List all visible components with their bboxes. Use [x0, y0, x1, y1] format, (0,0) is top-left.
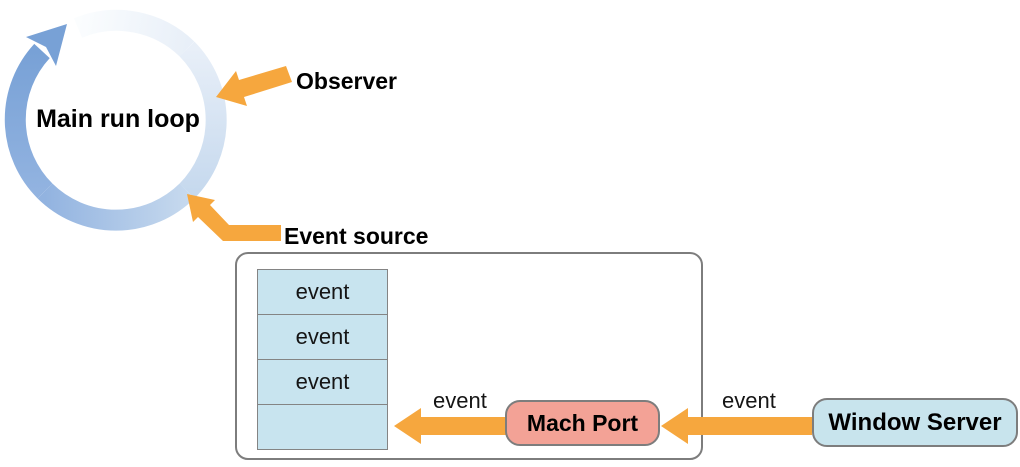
event-queue-cell: event: [257, 314, 388, 360]
event-queue-cell: [257, 404, 388, 450]
mach-port-label: Mach Port: [526, 409, 639, 436]
observer-label: Observer: [296, 68, 398, 94]
window-server-node: Window Server: [812, 398, 1018, 447]
event-queue: event event event: [257, 269, 388, 450]
event-arrow-label-server: event: [722, 388, 776, 413]
event-arrow-label-mach: event: [433, 388, 487, 413]
event-queue-cell: event: [257, 359, 388, 405]
observer-arrow: [216, 66, 292, 106]
event-source-label: Event source: [284, 223, 429, 249]
window-server-label: Window Server: [828, 408, 1002, 436]
run-loop-arrowhead: [26, 24, 67, 66]
event-source-arrow: [187, 194, 281, 241]
event-queue-cell: event: [257, 269, 388, 315]
event-queue-container: [235, 252, 703, 460]
main-run-loop-label: Main run loop: [36, 105, 200, 133]
mach-port-node: Mach Port: [505, 400, 660, 446]
